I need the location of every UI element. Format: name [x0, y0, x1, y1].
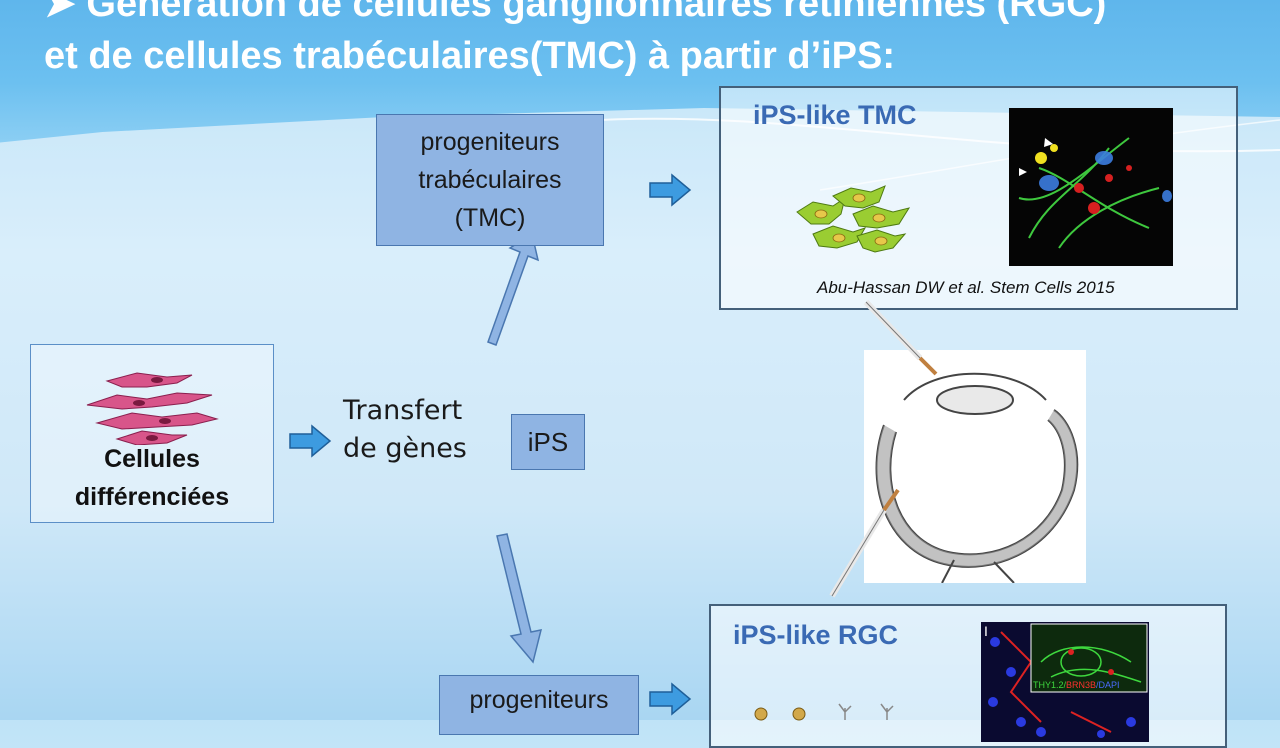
svg-text:THY1.2/BRN3B/DAPI: THY1.2/BRN3B/DAPI: [1033, 680, 1120, 690]
tmc-progenitor-line-1: progeniteurs: [420, 128, 560, 156]
tmc-progenitor-line-2: trabéculaires: [418, 166, 562, 194]
differentiated-cells-box: Cellules différenciées: [30, 344, 274, 523]
arrow-up-to-tmc-icon: [487, 232, 540, 346]
rgc-progenitor-line-1: progeniteurs: [469, 686, 609, 714]
tmc-result-panel: iPS-like TMC Abu-Hassan DW et al. Stem C: [719, 86, 1238, 310]
title-line-2: et de cellules trabéculaires(TMC) à part…: [44, 35, 896, 77]
rgc-panel-title: iPS-like RGC: [733, 620, 899, 650]
stain-label-dapi: /DAPI: [1096, 680, 1120, 690]
transfer-line-2: de gènes: [343, 433, 467, 464]
syringe-needle-top-icon: [863, 299, 938, 376]
rgc-progenitor-box: progeniteurs: [439, 675, 639, 735]
arrow-to-tmc-panel-icon: [649, 173, 692, 207]
title-line-1: ➤ Génération de cellules ganglionnaires …: [44, 0, 1107, 25]
rgc-panel-letter: I: [984, 623, 988, 639]
stain-label-thy: THY1.2/: [1033, 680, 1067, 690]
rgc-result-panel: iPS-like RGC I THY1.2/BRN3B/DAPI: [709, 604, 1227, 748]
cells-label-line-2: différenciées: [74, 483, 230, 511]
fibroblast-cells-icon: [86, 372, 219, 445]
eye-illustration: [864, 350, 1086, 584]
slide-title: ➤ Génération de cellules ganglionnaires …: [44, 0, 1264, 82]
tmc-progenitor-box: progeniteurs trabéculaires (TMC): [376, 114, 604, 246]
tmc-progenitor-line-3: (TMC): [454, 204, 526, 232]
ganglion-cells-icon: [754, 703, 894, 721]
arrow-down-to-rgc-icon: [496, 533, 543, 664]
tmc-citation: Abu-Hassan DW et al. Stem Cells 2015: [817, 278, 1115, 297]
arrow-to-rgc-panel-icon: [649, 682, 692, 716]
transfer-line-1: Transfert: [343, 395, 463, 426]
tmc-fluorescence-image: [1009, 108, 1173, 266]
ips-box: iPS: [511, 414, 585, 470]
stain-label-brn: BRN3B: [1066, 680, 1096, 690]
trabecular-cells-icon: [796, 185, 911, 253]
cells-label-line-1: Cellules: [104, 445, 200, 473]
arrow-to-transfer-icon: [289, 424, 332, 458]
tmc-panel-title: iPS-like TMC: [753, 100, 917, 130]
rgc-fluorescence-image: I THY1.2/BRN3B/DAPI: [981, 622, 1149, 742]
gene-transfer-label: Transfert de gènes: [343, 392, 467, 468]
syringe-needle-bottom-icon: [829, 488, 900, 598]
